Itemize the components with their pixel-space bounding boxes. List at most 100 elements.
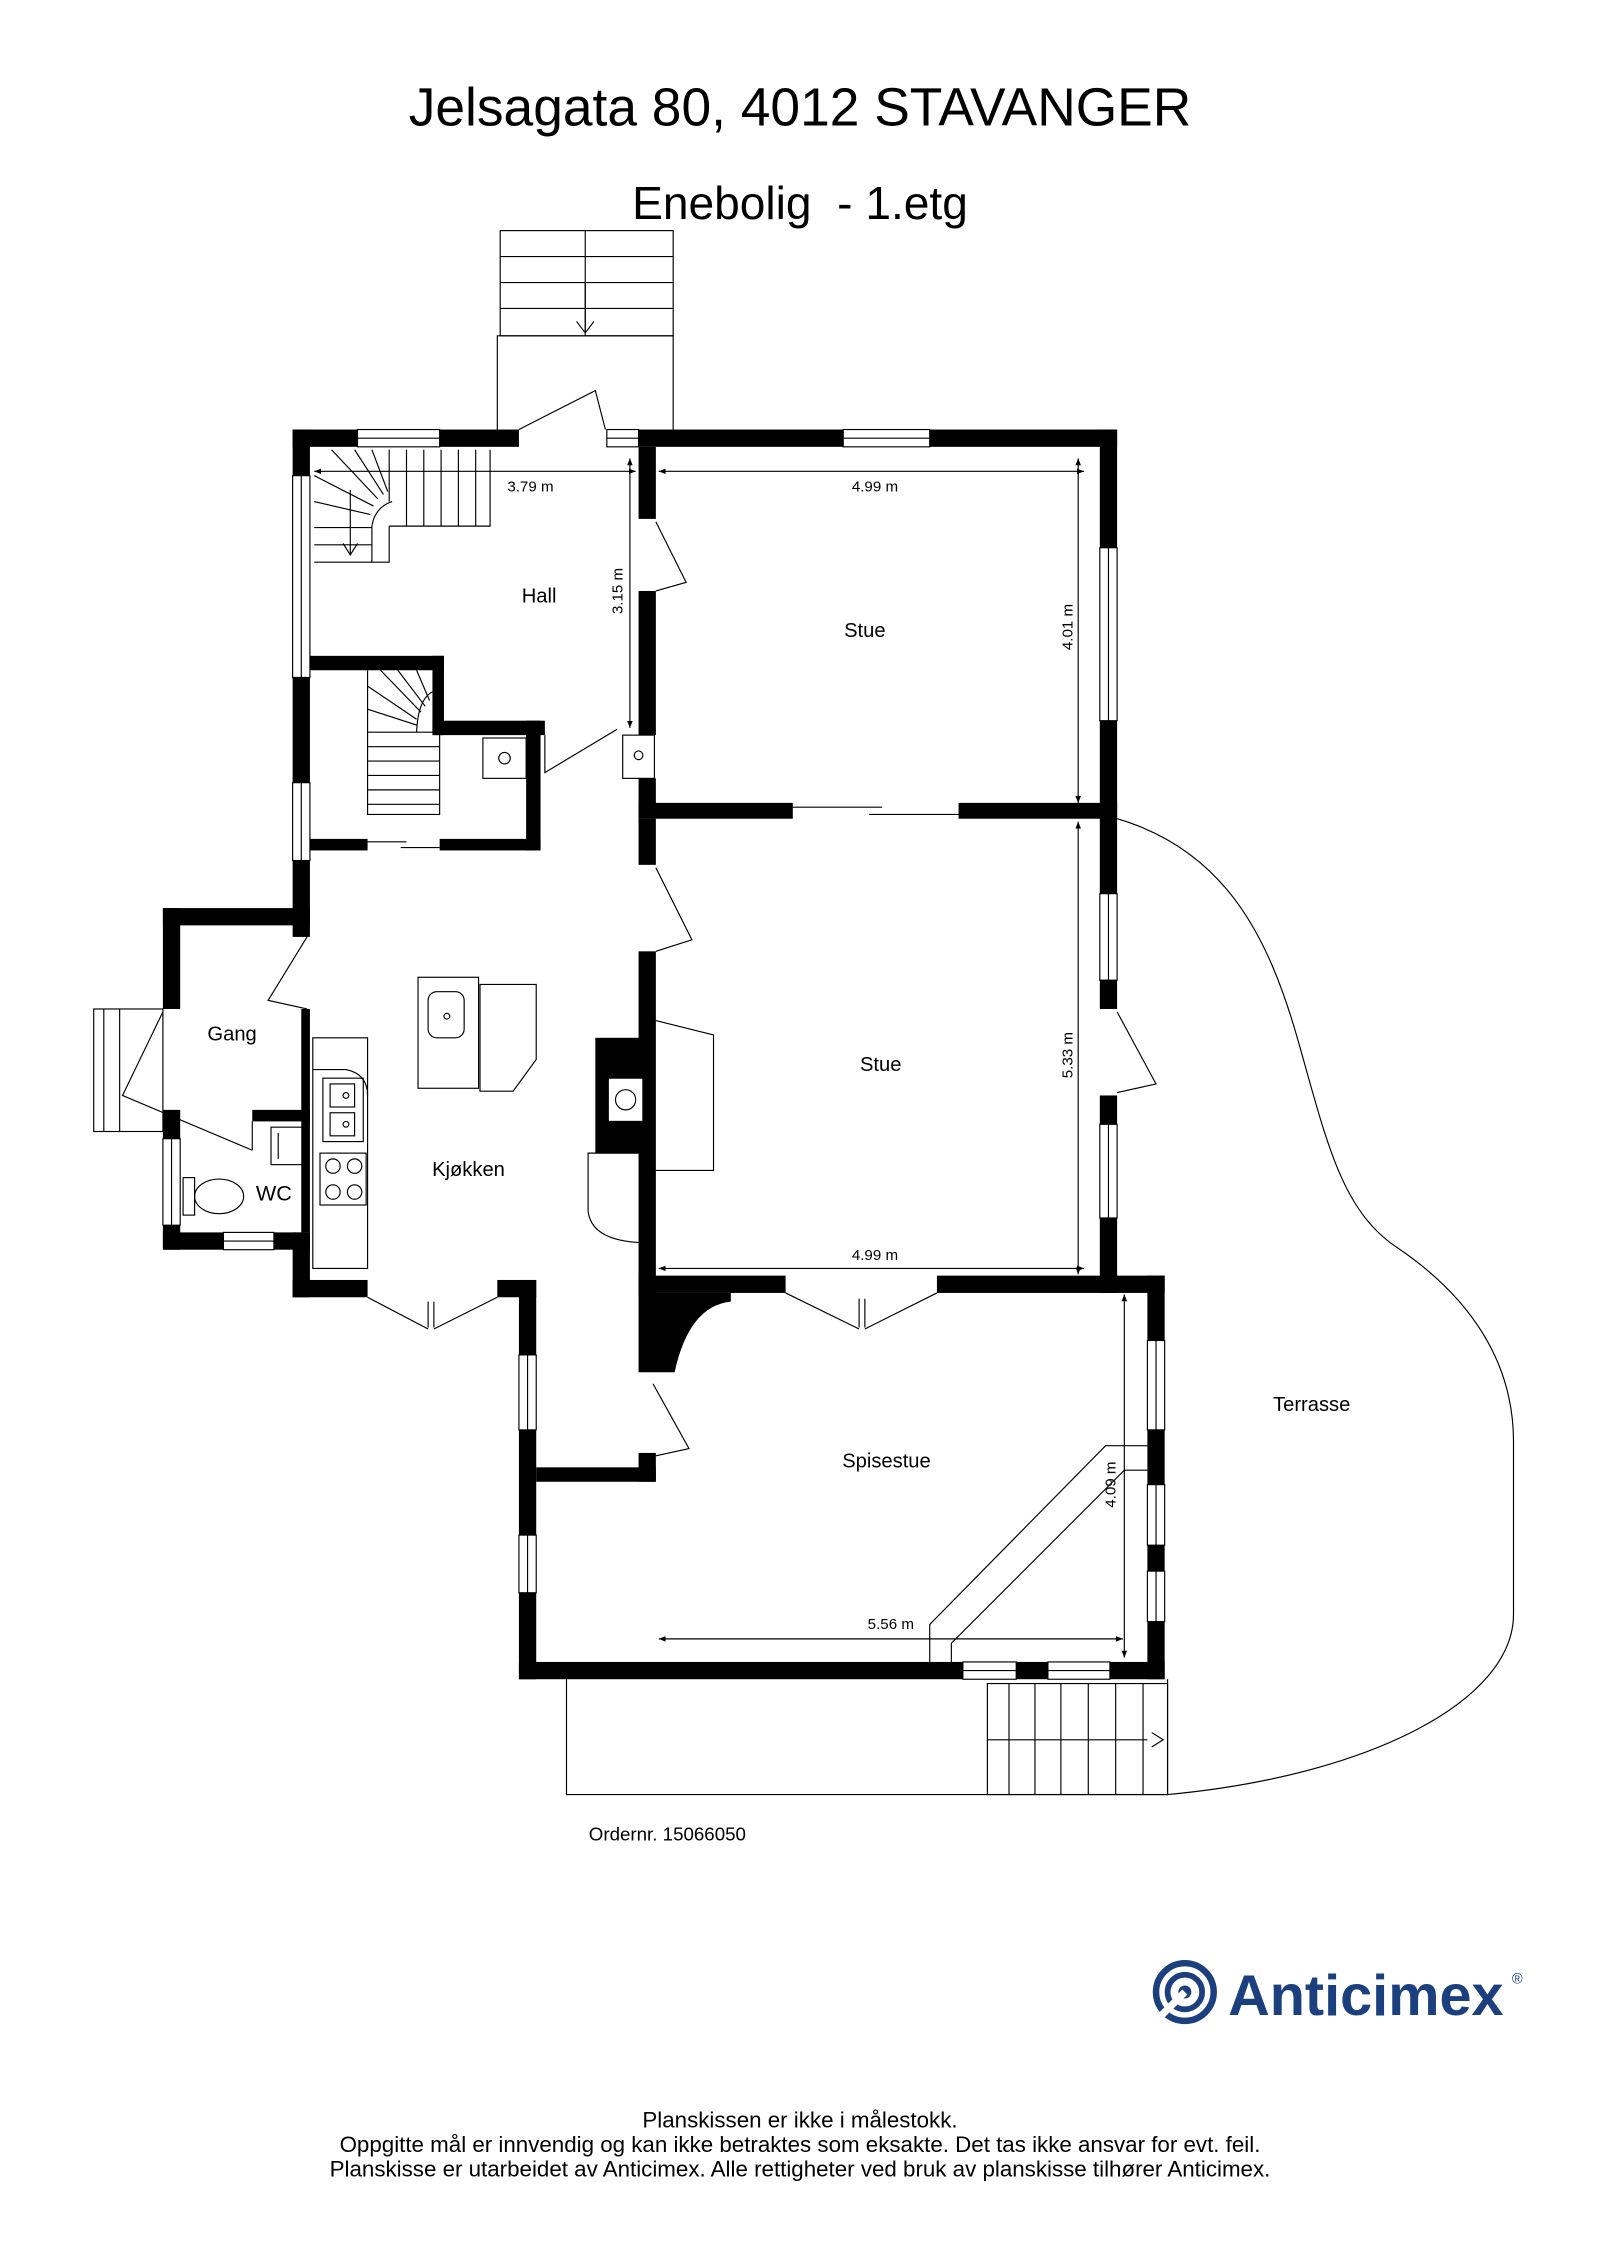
wall [638, 951, 656, 1293]
wall [162, 908, 181, 1009]
logo-spiral-gap [1156, 1989, 1188, 2021]
wall [309, 838, 368, 851]
wall [638, 818, 656, 865]
wall [162, 1109, 181, 1139]
wall [518, 1429, 537, 1536]
wall [1109, 1661, 1165, 1680]
anticimex-logo: Anticimex ® [1152, 1959, 1523, 2028]
wall [292, 429, 310, 476]
built-in-bench [950, 1469, 1148, 1662]
dimension-label: 3.79 m [507, 479, 553, 496]
wall [497, 1279, 537, 1298]
wc-sink [270, 1126, 307, 1166]
island-extension [479, 983, 537, 1092]
sliding-doors [367, 806, 959, 849]
wall [252, 1109, 310, 1122]
stair-arrow-icon [342, 543, 358, 557]
door-swings [121, 521, 1157, 1457]
stair-winder [371, 449, 389, 492]
room-label-stue-lower: Stue [860, 1054, 901, 1076]
staircase-upper [313, 449, 491, 563]
sink-basin [329, 1112, 356, 1137]
wall [638, 1275, 786, 1293]
room-label-spisestue: Spisestue [842, 1450, 931, 1472]
wall [273, 1232, 310, 1250]
wall [518, 1592, 537, 1680]
wall [638, 429, 844, 447]
wall [162, 908, 310, 926]
drain-icon [498, 751, 511, 765]
wall [638, 590, 656, 736]
burner-icon [325, 1158, 341, 1174]
wall [1099, 429, 1118, 548]
door-swing-hall [544, 728, 618, 774]
steps-outline [986, 1682, 1169, 1796]
wall [958, 802, 1118, 819]
footer-line-1: Planskissen er ikke i målestokk. [642, 2108, 957, 2133]
stair-winder [397, 669, 426, 707]
door-swing-stue [655, 867, 693, 952]
wall [518, 1279, 537, 1355]
cooktop [319, 1152, 367, 1206]
dimension-label: 4.99 m [852, 479, 898, 496]
logo-wordmark: Anticimex [1228, 1964, 1503, 2028]
page-title: Jelsagata 80, 4012 STAVANGER [409, 78, 1192, 137]
wall [439, 429, 519, 447]
dimension-label: 3.15 m [610, 568, 627, 614]
hall-sink [482, 737, 527, 779]
wall [432, 655, 444, 736]
wall [432, 720, 545, 736]
dimension-label: 5.33 m [1059, 1032, 1076, 1078]
wall [1147, 1545, 1165, 1572]
burner-icon [325, 1184, 341, 1200]
wall [638, 446, 656, 519]
stair-winder [380, 669, 422, 713]
curved-counter [587, 1152, 639, 1244]
stove-icon [614, 1089, 637, 1111]
island-sink [427, 991, 465, 1039]
entrance-steps [496, 230, 674, 431]
side-porch [93, 1008, 164, 1133]
door-swing-hall-stue [655, 521, 687, 592]
logo-registered-mark: ® [1512, 1971, 1523, 1987]
room-label-gang: Gang [207, 1024, 256, 1046]
wall [1099, 1095, 1118, 1125]
footer-line-2: Oppgitte mål er innvendig og kan ikke be… [340, 2132, 1261, 2157]
stair-winder [313, 475, 374, 507]
toilet-icon [194, 1178, 245, 1215]
door-swing-spisestue [652, 1383, 690, 1457]
stair-winder [331, 449, 379, 500]
stair-winder [314, 501, 371, 516]
stair-outline [367, 670, 441, 815]
burner-icon [346, 1158, 363, 1174]
wall [292, 677, 310, 783]
wall [638, 802, 793, 819]
step-arrow-icon [576, 321, 595, 334]
terrace-outline [1116, 818, 1515, 1796]
entrance-door-swing [518, 389, 606, 431]
kitchen-counter [312, 1037, 369, 1270]
footer-line-3: Planskisse er utarbeidet av Anticimex. A… [330, 2157, 1271, 2182]
wall [309, 655, 444, 671]
stair-winder [354, 449, 384, 495]
exterior-walls [162, 428, 1166, 1680]
logo-ring [1164, 1971, 1206, 2013]
chimney-box [622, 734, 655, 779]
stair-newel-curve [416, 691, 433, 733]
staircase-lower [367, 669, 441, 815]
wall [936, 1275, 1118, 1293]
toilet-tank [182, 1177, 196, 1216]
door-swing-exterior-gang [121, 1011, 253, 1151]
wall [1099, 980, 1118, 1009]
wall [518, 1661, 963, 1680]
stair-newel-curve [371, 501, 393, 563]
rear-steps [565, 1679, 1169, 1796]
counter-corner [312, 1068, 369, 1096]
dimension-lines [314, 458, 1128, 1658]
arch-column [638, 1292, 731, 1373]
stair-winder [367, 708, 417, 726]
wall [1016, 1661, 1048, 1680]
stair-outline [389, 449, 491, 527]
dimension-label: 4.01 m [1059, 604, 1076, 650]
